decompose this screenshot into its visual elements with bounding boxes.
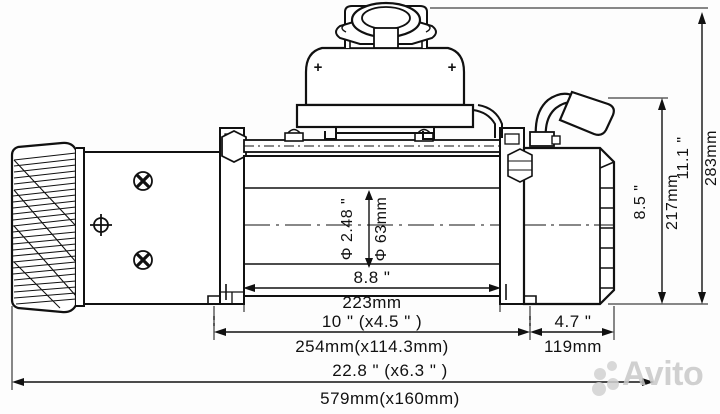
solenoid-mount-bracket bbox=[324, 127, 435, 140]
gearbox-housing bbox=[522, 146, 616, 306]
dim-drum-width-metric: 223mm bbox=[342, 293, 401, 312]
dim-bolt-pattern-metric: 254mm(x114.3mm) bbox=[295, 337, 449, 356]
dim-gearbox-width-imperial: 4.7 " bbox=[555, 312, 592, 331]
dim-drum-width bbox=[243, 284, 501, 312]
motor-screw-upper bbox=[133, 171, 153, 191]
terminal-plus-left: + bbox=[314, 59, 323, 76]
avito-watermark-text: Avito bbox=[622, 355, 703, 393]
terminal-plus-right: + bbox=[448, 59, 457, 76]
motor-screw-lower bbox=[133, 250, 153, 270]
motor-cap-ribs bbox=[12, 152, 77, 309]
motor-shaft-marker bbox=[90, 214, 112, 236]
dim-drum-diameter bbox=[365, 190, 373, 268]
dim-overall-length-imperial: 22.8 " (x6.3 " ) bbox=[332, 361, 448, 380]
dim-overall-length-metric: 579mm(x160mm) bbox=[320, 389, 460, 408]
dim-overall-length bbox=[11, 306, 654, 390]
dim-height-clutch-imperial: 8.5 " bbox=[632, 185, 649, 220]
dim-height-to-clutch bbox=[608, 97, 668, 304]
dim-overall-height-metric: 283mm bbox=[703, 130, 720, 186]
mounting-feet bbox=[207, 295, 537, 304]
solenoid-coupler bbox=[335, 1, 437, 49]
dim-drum-diameter-imperial: Φ 2.48 " bbox=[339, 198, 356, 260]
gearbox-hex-bolt bbox=[507, 148, 533, 183]
dim-overall-height-imperial: 11.1 " bbox=[675, 136, 692, 179]
dim-gearbox-width bbox=[530, 306, 615, 340]
clutch-lever bbox=[529, 90, 615, 147]
gearbox-foot bbox=[523, 290, 536, 305]
cable-drum bbox=[243, 155, 501, 297]
dim-mounting-bolt-pattern bbox=[213, 306, 531, 340]
dim-drum-width-imperial: 8.8 " bbox=[354, 268, 391, 287]
gearbox-fins bbox=[599, 161, 615, 289]
avito-watermark: Avito bbox=[592, 355, 704, 396]
motor-end-cap bbox=[10, 141, 85, 314]
dim-drum-diameter-metric: Φ 63mm bbox=[373, 197, 390, 262]
dim-gearbox-width-metric: 119mm bbox=[544, 337, 602, 356]
dim-height-clutch-metric: 217mm bbox=[664, 174, 681, 230]
power-cable bbox=[472, 104, 503, 138]
dim-overall-height bbox=[430, 7, 708, 305]
dim-bolt-pattern-imperial: 10 " (x4.5 " ) bbox=[322, 312, 422, 331]
